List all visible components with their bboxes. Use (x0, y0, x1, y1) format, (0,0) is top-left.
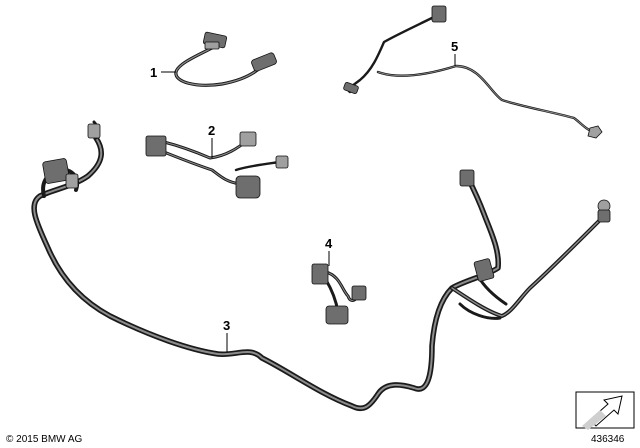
connector-plug-icon (431, 5, 447, 23)
callout-4: 4 (325, 236, 333, 266)
callout-1: 3 (223, 318, 230, 352)
harness-part-2 (145, 131, 289, 199)
connector-plug-icon (87, 123, 101, 139)
connector-plug-icon (311, 263, 329, 285)
connector-plug-icon (251, 52, 277, 72)
view-direction-icon (575, 391, 635, 430)
connector-plug-icon (42, 158, 70, 184)
harness-part-5 (343, 5, 603, 139)
connector-plug-icon (275, 155, 289, 169)
harness-part-1 (31, 120, 611, 412)
connector-plug-icon (343, 82, 359, 94)
connector-plug-icon (65, 173, 79, 189)
part-number-label: 1 (150, 65, 157, 80)
connector-plug-icon (597, 209, 611, 223)
callout-5: 5 (451, 39, 458, 66)
connector-plug-icon (459, 169, 475, 187)
connector-plug-icon (325, 305, 349, 325)
connector-plug-icon (473, 258, 495, 282)
part-number-label: 2 (208, 123, 215, 138)
part-number-label: 5 (451, 39, 458, 54)
connector-plug-icon (235, 175, 261, 199)
part-number-label: 3 (223, 318, 230, 333)
connector-plug-icon (587, 125, 603, 139)
callout-2: 2 (208, 123, 215, 158)
callout-3: 1 (150, 65, 176, 80)
connector-plug-icon (239, 131, 257, 147)
harness-part-4 (311, 263, 367, 325)
copyright-text: © 2015 BMW AG (6, 434, 83, 445)
harness-part-3 (174, 31, 277, 87)
part-number-label: 4 (325, 236, 333, 251)
connector-plug-icon (204, 41, 220, 50)
diagram-id: 436346 (591, 434, 625, 445)
connector-plug-icon (351, 285, 367, 301)
connector-plug-icon (145, 135, 167, 157)
